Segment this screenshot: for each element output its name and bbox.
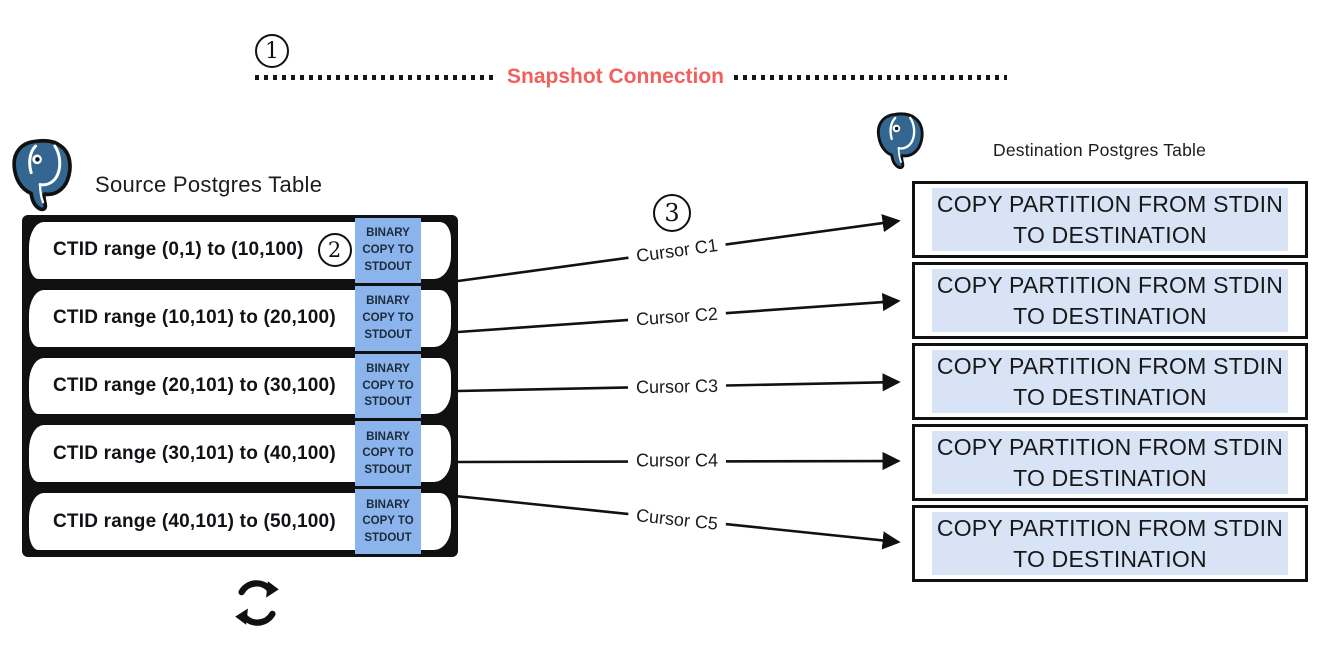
source-table-row: CTID range (10,101) to (20,100) BINARY C… bbox=[26, 285, 454, 351]
chip-line: COPY TO bbox=[362, 311, 414, 324]
copy-partition-line1: COPY PARTITION FROM STDIN bbox=[936, 434, 1284, 461]
destination-table-title: Destination Postgres Table bbox=[993, 140, 1207, 160]
source-table-row: CTID range (20,101) to (30,100) BINARY C… bbox=[26, 353, 454, 419]
copy-partition-highlight: COPY PARTITION FROM STDIN TO DESTINATION bbox=[932, 431, 1288, 494]
destination-partition-box: COPY PARTITION FROM STDIN TO DESTINATION bbox=[912, 181, 1308, 258]
binary-copy-chip: BINARY COPY TO STDOUT bbox=[355, 285, 421, 351]
cursor-label-c3: Cursor C3 bbox=[627, 375, 727, 399]
copy-partition-line2: TO DESTINATION bbox=[1013, 221, 1207, 248]
destination-partition-box: COPY PARTITION FROM STDIN TO DESTINATION bbox=[912, 424, 1308, 501]
ctid-range-label: CTID range (0,1) to (10,100) bbox=[53, 239, 304, 261]
chip-line: STDOUT bbox=[364, 396, 412, 409]
source-table-row: CTID range (30,101) to (40,100) BINARY C… bbox=[26, 421, 454, 487]
copy-partition-line2: TO DESTINATION bbox=[1013, 545, 1207, 572]
step-1-badge: 1 bbox=[255, 34, 289, 68]
ctid-range-label: CTID range (20,101) to (30,100) bbox=[53, 374, 336, 396]
cursor-label-c2: Cursor C2 bbox=[627, 303, 727, 331]
binary-copy-chip: BINARY COPY TO STDOUT bbox=[355, 421, 421, 487]
chip-line: STDOUT bbox=[364, 328, 412, 341]
chip-line: BINARY bbox=[366, 362, 410, 375]
copy-partition-line2: TO DESTINATION bbox=[1013, 464, 1207, 491]
chip-line: BINARY bbox=[366, 430, 410, 443]
destination-partition-box: COPY PARTITION FROM STDIN TO DESTINATION bbox=[912, 262, 1308, 339]
dotted-line-right bbox=[734, 74, 1007, 80]
dotted-line-left bbox=[255, 74, 497, 80]
cursor-label-c4: Cursor C4 bbox=[627, 450, 727, 472]
source-table-title: Source Postgres Table bbox=[95, 172, 323, 197]
copy-partition-highlight: COPY PARTITION FROM STDIN TO DESTINATION bbox=[932, 188, 1288, 251]
copy-partition-highlight: COPY PARTITION FROM STDIN TO DESTINATION bbox=[932, 350, 1288, 413]
step-3-badge: 3 bbox=[653, 194, 691, 232]
chip-line: BINARY bbox=[366, 295, 410, 308]
source-table: CTID range (0,1) to (10,100) 2 BINARY CO… bbox=[22, 215, 458, 557]
ctid-range-label: CTID range (30,101) to (40,100) bbox=[53, 442, 336, 464]
cursor-label-c1: Cursor C1 bbox=[627, 233, 727, 269]
copy-partition-line2: TO DESTINATION bbox=[1013, 383, 1207, 410]
chip-line: BINARY bbox=[366, 227, 410, 240]
destination-partition-box: COPY PARTITION FROM STDIN TO DESTINATION bbox=[912, 505, 1308, 582]
chip-line: BINARY bbox=[366, 498, 410, 511]
postgresql-logo-icon bbox=[876, 112, 924, 170]
chip-line: COPY TO bbox=[362, 447, 414, 460]
snapshot-connection-label: Snapshot Connection bbox=[507, 65, 724, 88]
copy-partition-line1: COPY PARTITION FROM STDIN bbox=[936, 515, 1284, 542]
ctid-range-label: CTID range (40,101) to (50,100) bbox=[53, 510, 336, 532]
source-table-row: CTID range (0,1) to (10,100) 2 BINARY CO… bbox=[26, 218, 454, 283]
binary-copy-chip: BINARY COPY TO STDOUT bbox=[355, 489, 421, 554]
step-2-badge: 2 bbox=[317, 233, 352, 268]
chip-line: STDOUT bbox=[364, 464, 412, 477]
chip-line: STDOUT bbox=[364, 531, 412, 544]
copy-partition-line2: TO DESTINATION bbox=[1013, 302, 1207, 329]
cursor-label-c5: Cursor C5 bbox=[627, 504, 727, 536]
copy-partition-highlight: COPY PARTITION FROM STDIN TO DESTINATION bbox=[932, 269, 1288, 332]
copy-partition-line1: COPY PARTITION FROM STDIN bbox=[936, 272, 1284, 299]
binary-copy-chip: BINARY COPY TO STDOUT bbox=[355, 218, 421, 283]
postgresql-logo-icon bbox=[12, 138, 72, 212]
binary-copy-chip: BINARY COPY TO STDOUT bbox=[355, 353, 421, 419]
chip-line: STDOUT bbox=[364, 260, 412, 273]
destination-partition-box: COPY PARTITION FROM STDIN TO DESTINATION bbox=[912, 343, 1308, 420]
copy-partition-highlight: COPY PARTITION FROM STDIN TO DESTINATION bbox=[932, 512, 1288, 575]
chip-line: COPY TO bbox=[362, 379, 414, 392]
chip-line: COPY TO bbox=[362, 515, 414, 528]
ctid-range-label: CTID range (10,101) to (20,100) bbox=[53, 307, 336, 329]
source-table-row: CTID range (40,101) to (50,100) BINARY C… bbox=[26, 489, 454, 554]
snapshot-connection-line: Snapshot Connection bbox=[255, 64, 1007, 90]
destination-table: COPY PARTITION FROM STDIN TO DESTINATION… bbox=[912, 181, 1308, 582]
copy-partition-line1: COPY PARTITION FROM STDIN bbox=[936, 191, 1284, 218]
copy-partition-line1: COPY PARTITION FROM STDIN bbox=[936, 353, 1284, 380]
refresh-icon bbox=[235, 580, 279, 626]
chip-line: COPY TO bbox=[362, 244, 414, 257]
